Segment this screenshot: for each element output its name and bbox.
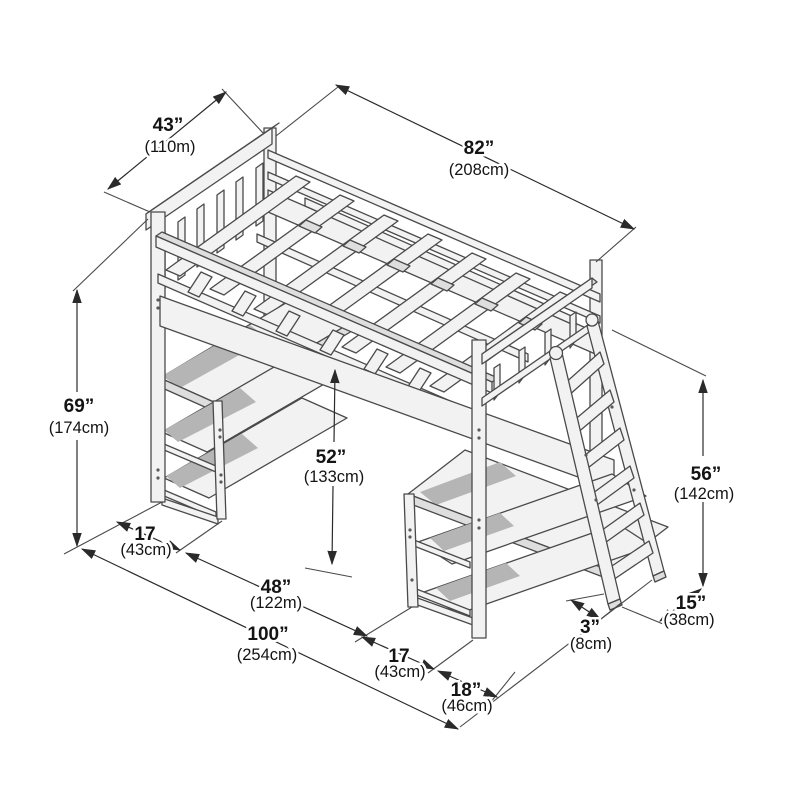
dim-bed-length-metric: (208cm) [449, 161, 510, 179]
dim-overall-height-metric: (174cm) [49, 419, 110, 437]
dimension-overall-length: 100” (254cm) [80, 548, 653, 730]
dim-ladder-offset-inches: 15” [676, 593, 707, 614]
dimension-ladder-height: 56” (142cm) [611, 329, 737, 588]
footboard-guard [481, 277, 598, 407]
dim-under-clearance-inches: 52” [316, 447, 347, 468]
right-desk-post [403, 493, 419, 608]
dimension-overall-height: 69” (174cm) [46, 218, 163, 555]
dim-overall-height-inches: 69” [64, 396, 95, 417]
dimension-ladder-offset: 15” (38cm) [621, 588, 717, 632]
bed-frame [145, 122, 669, 639]
dim-under-clearance-metric: (133cm) [304, 468, 365, 486]
left-desk-post [212, 400, 227, 520]
dim-ladder-offset-metric: (38cm) [663, 611, 714, 629]
dimension-bed-width: 43” (110m) [103, 88, 265, 213]
dim-ladder-foot-inches: 3” [580, 617, 600, 638]
dim-right-desk-depth-metric: (43cm) [374, 663, 425, 681]
footboard-top-rail [481, 277, 593, 365]
dimension-right-desk-depth: 17 (43cm) [360, 636, 474, 684]
bed-post-near-right [471, 339, 487, 639]
dim-desk-span-metric: (122m) [250, 594, 302, 612]
ladder [548, 313, 667, 611]
left-desk [159, 296, 353, 525]
dim-ladder-height-metric: (142cm) [674, 485, 735, 503]
dimension-under-clearance: 52” (133cm) [301, 368, 367, 578]
ladder-hook-far [585, 313, 599, 327]
dim-bed-length-inches: 82” [464, 138, 495, 159]
dimension-left-desk-depth: 17 (43cm) [115, 520, 223, 562]
dimensions: 43” (110m) 82” (208cm) 69” (174cm) 52” ( [46, 84, 737, 730]
dim-ladder-height-inches: 56” [691, 464, 722, 485]
dimension-ladder-foot: 3” (8cm) [565, 593, 622, 656]
dimension-desk-span: 48” (122m) [184, 552, 413, 643]
dim-shelf-depth-inches: 18” [451, 680, 482, 701]
dimension-bed-length: 82” (208cm) [275, 84, 637, 263]
dim-overall-length-metric: (254cm) [237, 646, 298, 664]
ladder-hook-near [548, 345, 564, 361]
dim-bed-width-inches: 43” [153, 115, 184, 136]
dim-left-desk-depth-metric: (43cm) [120, 541, 171, 559]
dimension-shelf-depth: 18” (46cm) [436, 670, 516, 718]
footboard-lower-rail [481, 321, 593, 407]
dim-shelf-depth-metric: (46cm) [441, 697, 492, 715]
dim-right-desk-depth-inches: 17 [388, 646, 409, 667]
bed-post-near-left [150, 211, 166, 503]
dim-overall-length-inches: 100” [247, 624, 288, 645]
dim-bed-width-metric: (110m) [144, 138, 195, 156]
dim-left-desk-depth-inches: 17 [134, 524, 155, 545]
dim-ladder-foot-metric: (8cm) [570, 635, 612, 653]
